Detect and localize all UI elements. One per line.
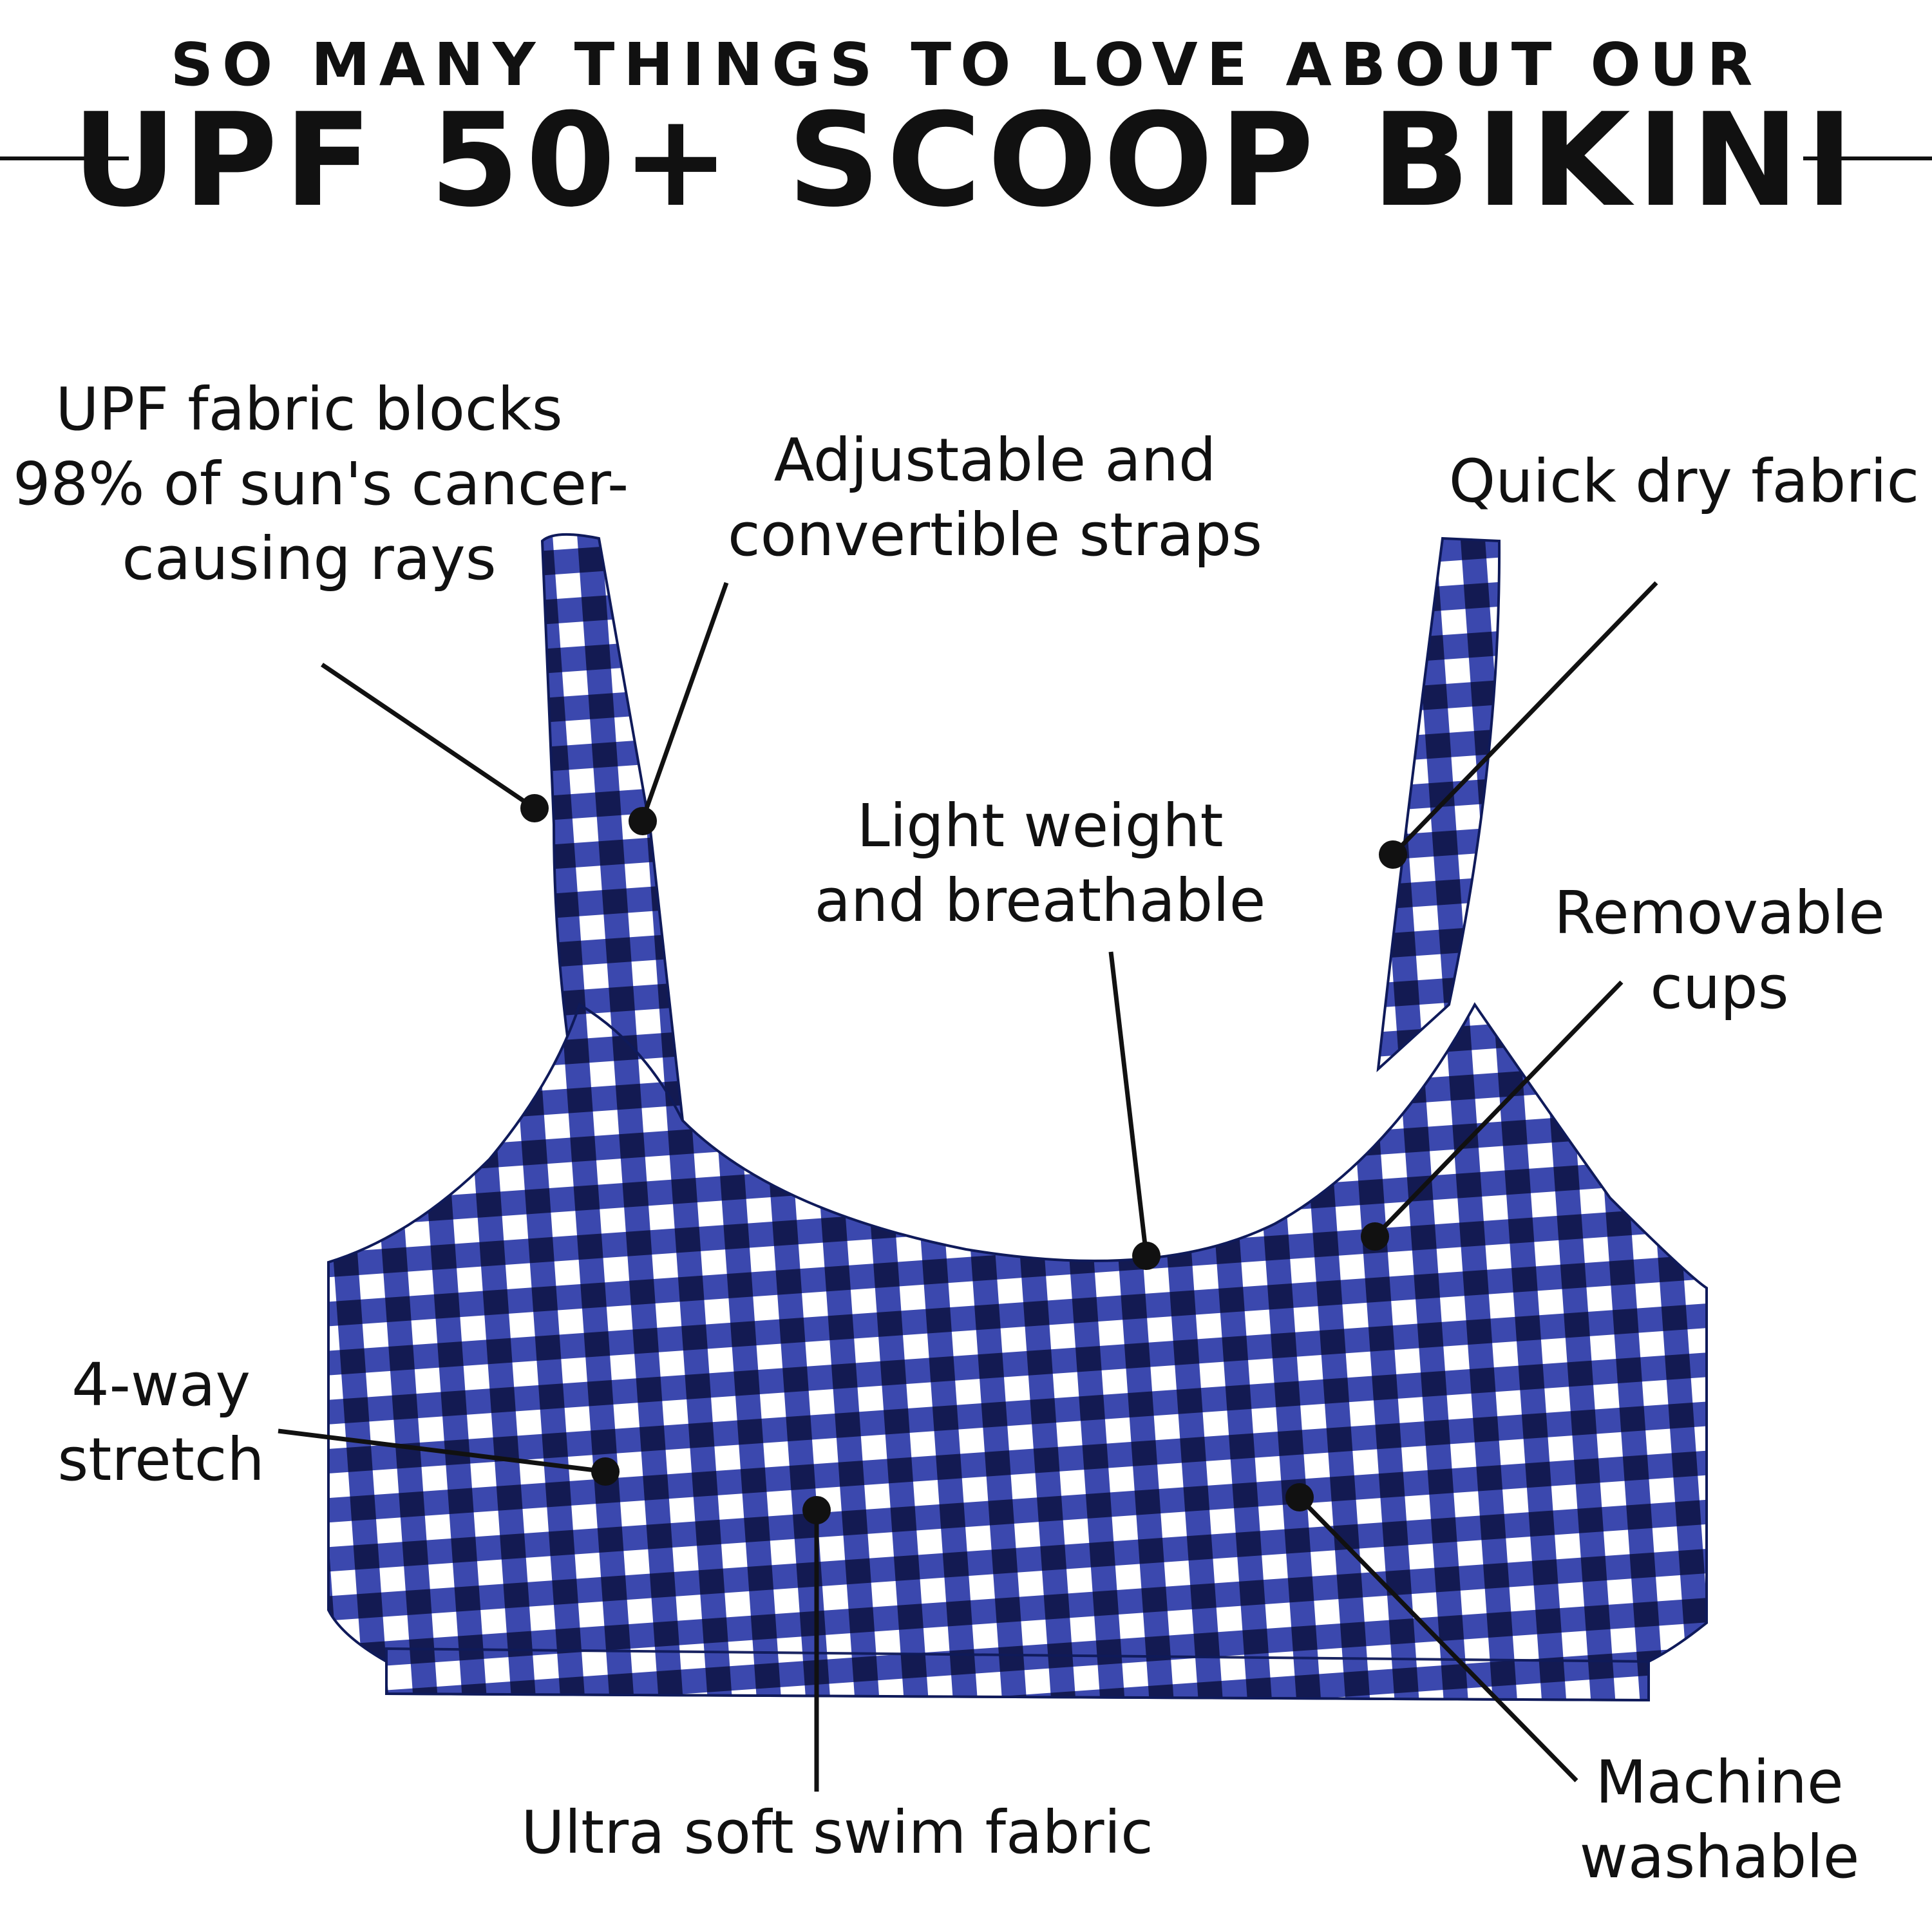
pointer-machine-washable <box>1299 1497 1578 1783</box>
callout-line: 4-way <box>71 1350 251 1419</box>
callout-line: and breathable <box>814 866 1266 935</box>
title-rule-right <box>1803 156 1932 160</box>
callout-ultra-soft: Ultra soft swim fabric <box>419 1795 1256 1870</box>
bikini-body <box>327 1002 1708 1702</box>
callout-removable-cups: Removable cups <box>1539 876 1900 1025</box>
pointer-dot-lightweight <box>1132 1242 1160 1270</box>
callout-four-way-stretch: 4-way stretch <box>39 1348 283 1497</box>
pointer-adjustable-straps <box>640 582 729 820</box>
callout-machine-washable: Machine washable <box>1539 1745 1900 1895</box>
callout-upf-blocks: UPF fabric blocks 98% of sun's cancer- c… <box>13 372 629 596</box>
callout-line: 98% of sun's cancer- <box>13 450 629 518</box>
callout-line: Ultra soft swim fabric <box>521 1798 1153 1867</box>
callout-line: Light weight <box>857 791 1224 860</box>
pointer-dot-four-way-stretch <box>591 1457 620 1486</box>
pointer-dot-quick-dry <box>1379 840 1407 869</box>
callout-line: stretch <box>57 1425 265 1494</box>
callout-lightweight: Light weight and breathable <box>799 789 1282 938</box>
callout-line: Quick dry fabric <box>1448 447 1920 516</box>
hem-band <box>385 1647 1650 1702</box>
callout-line: Removable <box>1554 878 1885 947</box>
pointer-dot-adjustable-straps <box>629 807 657 835</box>
pointer-four-way-stretch <box>278 1428 606 1474</box>
callout-line: UPF fabric blocks <box>55 375 563 444</box>
callout-quick-dry: Quick dry fabric <box>1436 444 1932 519</box>
right-strap <box>1376 536 1501 1073</box>
headline-kicker: SO MANY THINGS TO LOVE ABOUT OUR <box>170 30 1762 99</box>
pointer-dot-upf-blocks <box>520 794 549 822</box>
pointer-dot-removable-cups <box>1361 1222 1389 1251</box>
pointer-removable-cups <box>1373 980 1624 1238</box>
pointer-quick-dry <box>1392 581 1658 855</box>
pointer-dot-machine-washable <box>1285 1483 1314 1511</box>
title-rule-left <box>0 156 129 160</box>
callout-adjustable-straps: Adjustable and convertible straps <box>721 423 1269 573</box>
pointer-dot-ultra-soft <box>802 1496 831 1524</box>
callout-line: Machine <box>1595 1748 1844 1817</box>
callout-line: causing rays <box>122 524 497 593</box>
pointer-lightweight <box>1108 951 1149 1256</box>
callout-line: washable <box>1579 1823 1860 1891</box>
headline-title: UPF 50+ SCOOP BIKINI <box>72 86 1860 236</box>
callout-line: convertible straps <box>727 500 1263 569</box>
pointer-upf-blocks <box>321 663 536 810</box>
callout-line: cups <box>1650 953 1789 1022</box>
callout-line: Adjustable and <box>773 426 1217 495</box>
left-strap <box>540 533 685 1122</box>
